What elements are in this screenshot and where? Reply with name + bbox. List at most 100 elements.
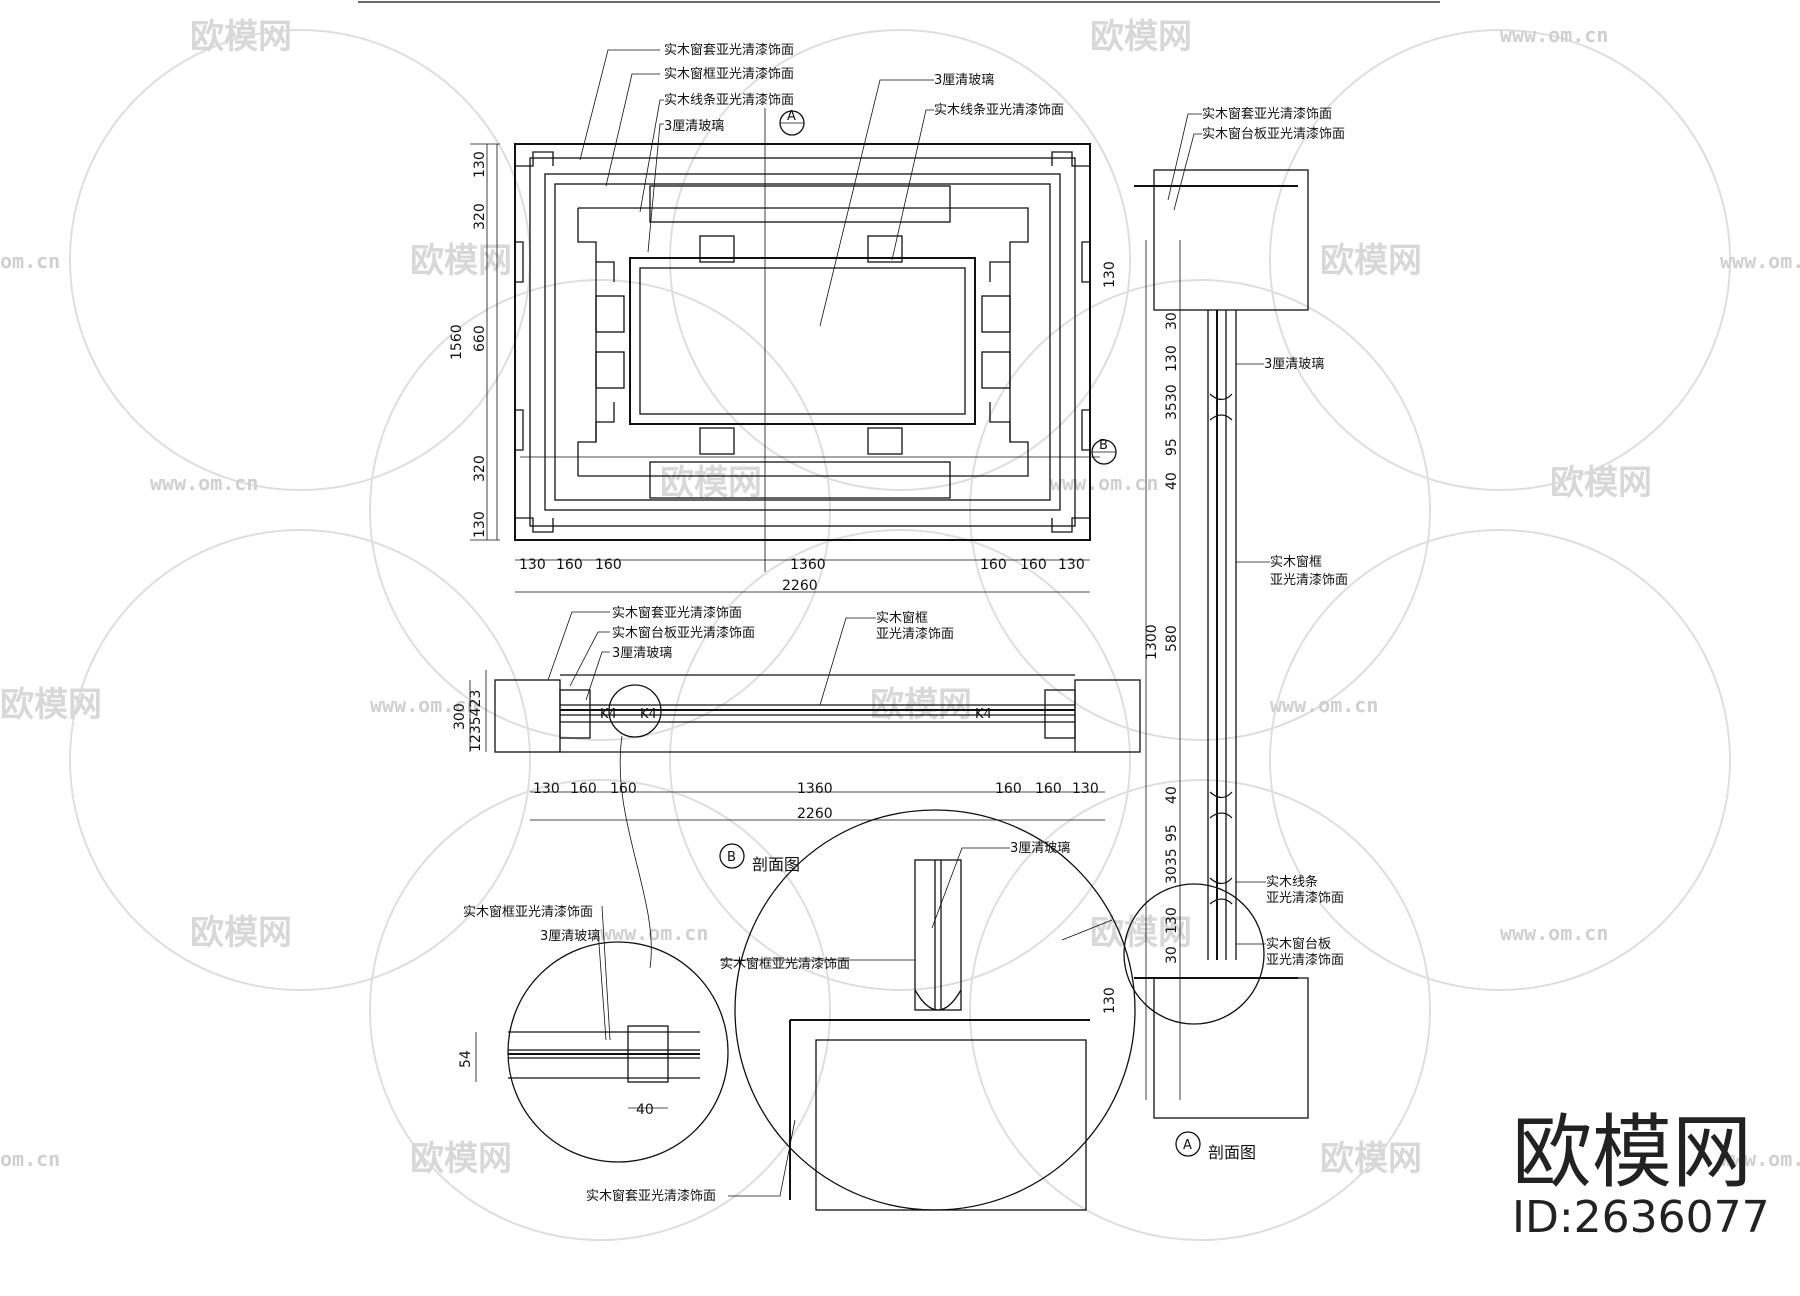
dim-side-c1: 130 (1164, 345, 1180, 372)
dim-plan-h5: 160 (1035, 781, 1062, 797)
dim-side-total: 1300 (1144, 624, 1160, 660)
dim-front-v0: 130 (472, 151, 488, 178)
label-frame-window: 实木窗框亚光清漆饰面 (463, 904, 593, 920)
label-finish-short: 亚光清漆饰面 (876, 626, 954, 642)
dim-side-c5: 580 (1164, 625, 1180, 652)
watermark-url: www.om.cn (1500, 23, 1608, 47)
dim-side-c2: 3530 (1164, 384, 1180, 420)
dim-detail-width: 40 (636, 1102, 654, 1118)
dim-front-v1: 320 (472, 203, 488, 230)
label-frame-cover: 实木窗套亚光清漆饰面 (612, 605, 742, 621)
watermark-brand: 欧模网 (0, 685, 102, 725)
watermark-url: om.cn (0, 1147, 60, 1171)
watermark-layer: 欧模网 欧模网 www.om.cn om.cn 欧模网 欧模网 www.om.c… (0, 17, 1800, 1241)
plan-mark-right: K4 (975, 707, 992, 722)
label-glass: 3厘清玻璃 (934, 73, 994, 88)
watermark-brand: 欧模网 (1090, 913, 1192, 953)
label-moulding-short: 实木线条 (1266, 874, 1318, 890)
dim-plan-h2: 160 (610, 781, 637, 797)
dim-side-c9: 130 (1164, 907, 1180, 934)
watermark-url: www.om.cn (1270, 693, 1378, 717)
dim-front-h0: 130 (519, 557, 546, 573)
dim-front-h4: 160 (980, 557, 1007, 573)
plan-mark-left: K4 (600, 707, 617, 722)
label-finish-short: 亚光清漆饰面 (1270, 572, 1348, 588)
dim-side-c4: 40 (1164, 472, 1180, 490)
dim-front-v3: 320 (472, 455, 488, 482)
dim-side-bottom-wall: 130 (1102, 987, 1118, 1014)
watermark-brand: 欧模网 (1320, 1139, 1422, 1179)
detail-circle-small: 实木窗框亚光清漆饰面 3厘清玻璃 54 40 (458, 904, 729, 1163)
dim-side-top-wall: 130 (1102, 261, 1118, 288)
watermark-brand: 欧模网 (1090, 17, 1192, 57)
watermark-circles (69, 29, 1731, 1241)
label-glass: 3厘清玻璃 (612, 646, 672, 661)
dim-front-v2: 660 (472, 325, 488, 352)
brand-logo-text: 欧模网 (1512, 1106, 1752, 1199)
watermark-brand: 欧模网 (410, 241, 512, 281)
label-frame-window: 实木窗框亚光清漆饰面 (664, 66, 794, 82)
label-glass: 3厘清玻璃 (1010, 841, 1070, 856)
dim-plan-total-width: 2260 (797, 806, 833, 822)
title-section-b: 剖面图 (752, 855, 800, 874)
title-section-a: 剖面图 (1208, 1143, 1256, 1162)
dim-front-h2: 160 (595, 557, 622, 573)
dim-front-v4: 130 (472, 511, 488, 538)
dim-front-h5: 160 (1020, 557, 1047, 573)
watermark-url: www.om.cn (1500, 921, 1608, 945)
dim-plan-h6: 130 (1072, 781, 1099, 797)
watermark-url: www.om.cn (1720, 1147, 1800, 1171)
label-glass: 3厘清玻璃 (664, 119, 724, 134)
label-frame-cover: 实木窗套亚光清漆饰面 (586, 1188, 716, 1204)
watermark-url: www.om.cn (370, 693, 478, 717)
watermark-url: www.om.cn (1720, 249, 1800, 273)
label-glass: 3厘清玻璃 (1264, 357, 1324, 372)
plan-mark-left2: K4 (640, 707, 657, 722)
title-marker-b: B (727, 850, 736, 865)
detail-circle-large: 3厘清玻璃 实木窗框亚光清漆饰面 实木窗套亚光清漆饰面 (586, 809, 1136, 1211)
label-glass: 3厘清玻璃 (540, 929, 600, 944)
label-moulding: 实木线条亚光清漆饰面 (934, 102, 1064, 118)
dim-side-c7: 95 (1164, 824, 1180, 842)
dim-detail-height: 54 (458, 1050, 474, 1068)
dim-side-c10: 30 (1164, 946, 1180, 964)
dim-plan-h4: 160 (995, 781, 1022, 797)
dim-plan-side-detail: 1235423 (468, 690, 484, 752)
watermark-brand: 欧模网 (1550, 463, 1652, 503)
watermark-brand: 欧模网 (190, 913, 292, 953)
label-sill-short: 实木窗台板 (1266, 936, 1331, 952)
dim-plan-h3: 1360 (797, 781, 833, 797)
watermark-url: www.om.cn (150, 471, 258, 495)
dim-side-c6: 40 (1164, 786, 1180, 804)
label-finish-short: 亚光清漆饰面 (1266, 952, 1344, 968)
watermark-brand: 欧模网 (410, 1139, 512, 1179)
brand-id: ID:2636077 (1512, 1192, 1770, 1243)
dim-front-total-width: 2260 (782, 578, 818, 594)
watermark-brand: 欧模网 (190, 17, 292, 57)
dim-plan-h0: 130 (533, 781, 560, 797)
dim-front-total-height: 1560 (449, 324, 465, 360)
label-frame-cover: 实木窗套亚光清漆饰面 (1202, 106, 1332, 122)
dim-side-c3: 95 (1164, 438, 1180, 456)
label-frame-window: 实木窗框亚光清漆饰面 (720, 956, 850, 972)
plan-section-b: K4 K4 K4 实木窗套亚光清漆饰面 实木窗台板亚光清漆饰面 3厘清玻璃 实木… (452, 605, 1141, 969)
dim-plan-h1: 160 (570, 781, 597, 797)
label-finish-short: 亚光清漆饰面 (1266, 890, 1344, 906)
dim-front-h3: 1360 (790, 557, 826, 573)
label-sill: 实木窗台板亚光清漆饰面 (612, 625, 755, 641)
label-sill: 实木窗台板亚光清漆饰面 (1202, 126, 1345, 142)
label-frame-cover: 实木窗套亚光清漆饰面 (664, 42, 794, 58)
label-frame-short: 实木窗框 (876, 610, 928, 626)
section-marker-a: A (787, 109, 796, 124)
watermark-brand: 欧模网 (660, 463, 762, 503)
dim-plan-side-depth: 300 (452, 703, 468, 730)
dim-side-c0: 30 (1164, 312, 1180, 330)
side-section-a: 实木窗套亚光清漆饰面 实木窗台板亚光清漆饰面 3厘清玻璃 实木窗框 亚光清漆饰面… (1102, 106, 1348, 1162)
watermark-url: www.om.cn (600, 921, 708, 945)
watermark-url: www.om.cn (1050, 471, 1158, 495)
title-marker-a: A (1183, 1138, 1192, 1153)
dim-front-h1: 160 (556, 557, 583, 573)
label-frame-short: 实木窗框 (1270, 554, 1322, 570)
dim-side-c8: 3035 (1164, 848, 1180, 884)
